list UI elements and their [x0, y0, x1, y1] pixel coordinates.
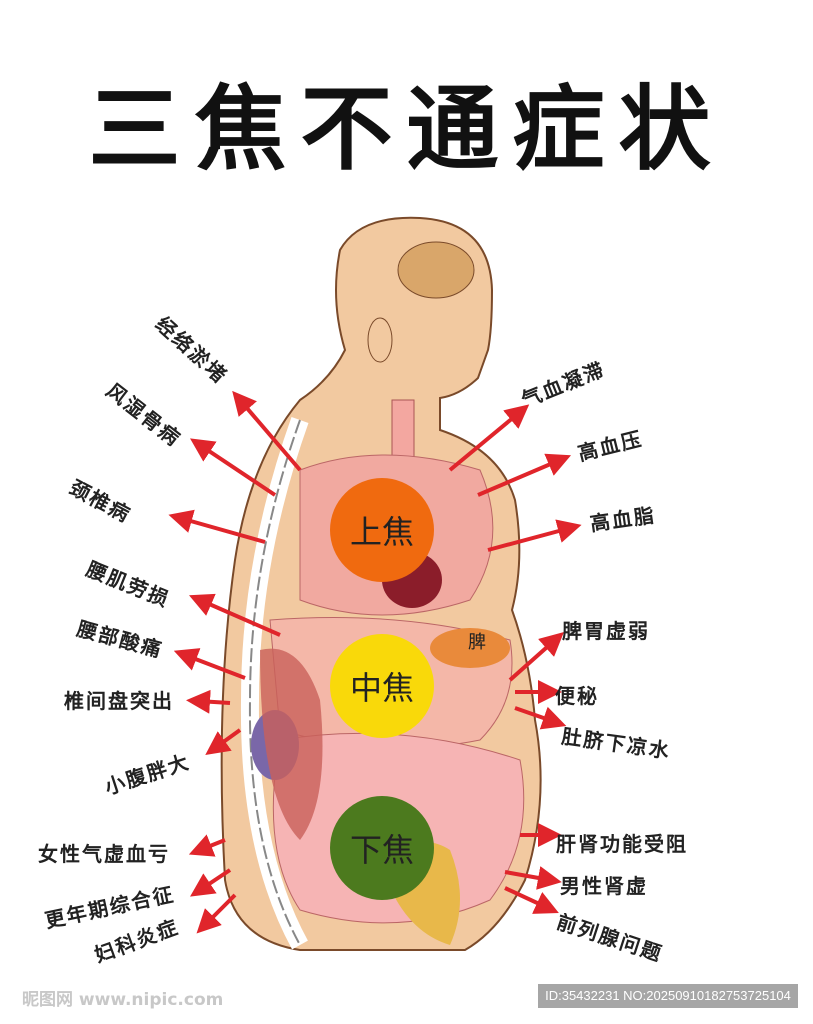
symptom-label: 脾胃虚弱: [562, 619, 650, 643]
zone-upper-jiao: 上焦: [330, 478, 434, 582]
zone-middle-jiao: 中焦: [330, 634, 434, 738]
organ-label-spleen: 脾: [468, 632, 488, 653]
symptom-label: 男性肾虚: [560, 874, 648, 898]
watermark-site: 昵图网 www.nipic.com: [22, 990, 224, 1010]
left-arrows: [168, 390, 302, 934]
watermark-id: ID:35432231 NO:20250910182753725104: [538, 984, 798, 1008]
page-title: 三焦不通症状: [88, 76, 725, 183]
symptom-label: 女性气虚血亏: [38, 842, 170, 866]
right-arrows: [448, 404, 582, 914]
symptom-label: 肝肾功能受阻: [556, 832, 688, 856]
symptom-label: 椎间盘突出: [64, 689, 174, 713]
zone-lower-jiao: 下焦: [330, 796, 434, 900]
symptom-label: 便秘: [555, 684, 599, 708]
